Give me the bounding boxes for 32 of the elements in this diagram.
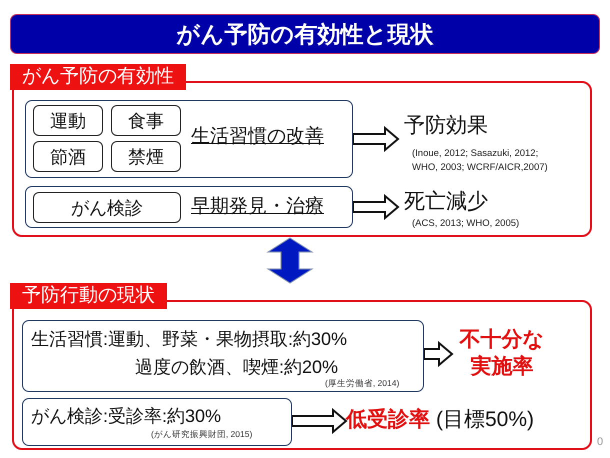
underlined-heading: 早期発見・治療	[191, 196, 324, 218]
status-box	[22, 320, 424, 392]
item-box: 禁煙	[111, 141, 181, 172]
item-box: 節酒	[33, 141, 103, 172]
citation: (がん研究振興財団, 2015)	[151, 430, 252, 440]
result-text: 予防効果	[404, 114, 488, 138]
status-text: 生活習慣:運動、野菜・果物摂取:約30%	[31, 329, 348, 350]
group-box	[25, 186, 353, 228]
block-arrow	[423, 340, 454, 368]
result-text: 死亡減少	[404, 190, 488, 214]
conclusion-text: 低受診率	[346, 408, 430, 432]
item-box: がん検診	[33, 192, 181, 223]
section-heading: がん予防の有効性	[10, 64, 186, 90]
item-box: 運動	[33, 105, 103, 136]
section-heading: 予防行動の現状	[10, 283, 167, 309]
group-box	[25, 100, 353, 178]
status-text: がん検診:受診率:約30%	[31, 406, 222, 427]
double-arrow	[266, 237, 314, 284]
title-bar: がん予防の有効性と現状	[10, 14, 600, 54]
page-number: 0	[597, 436, 604, 449]
citation: (ACS, 2013; WHO, 2005)	[412, 217, 520, 231]
citation: (厚生労働省, 2014)	[325, 379, 400, 389]
target-text: (目標50%)	[436, 408, 534, 432]
underlined-heading: 生活習慣の改善	[191, 126, 324, 148]
block-arrow	[352, 194, 400, 220]
block-arrow	[352, 126, 400, 152]
status-box	[22, 398, 292, 446]
item-box: 食事	[111, 105, 181, 136]
conclusion-text: 不十分な実施率	[458, 327, 546, 380]
citation: (Inoue, 2012; Sasazuki, 2012; WHO, 2003; WCRF/AICR,2007)	[412, 147, 549, 175]
status-text: 過度の飲酒、喫煙:約20%	[135, 357, 338, 378]
block-arrow	[291, 408, 348, 434]
